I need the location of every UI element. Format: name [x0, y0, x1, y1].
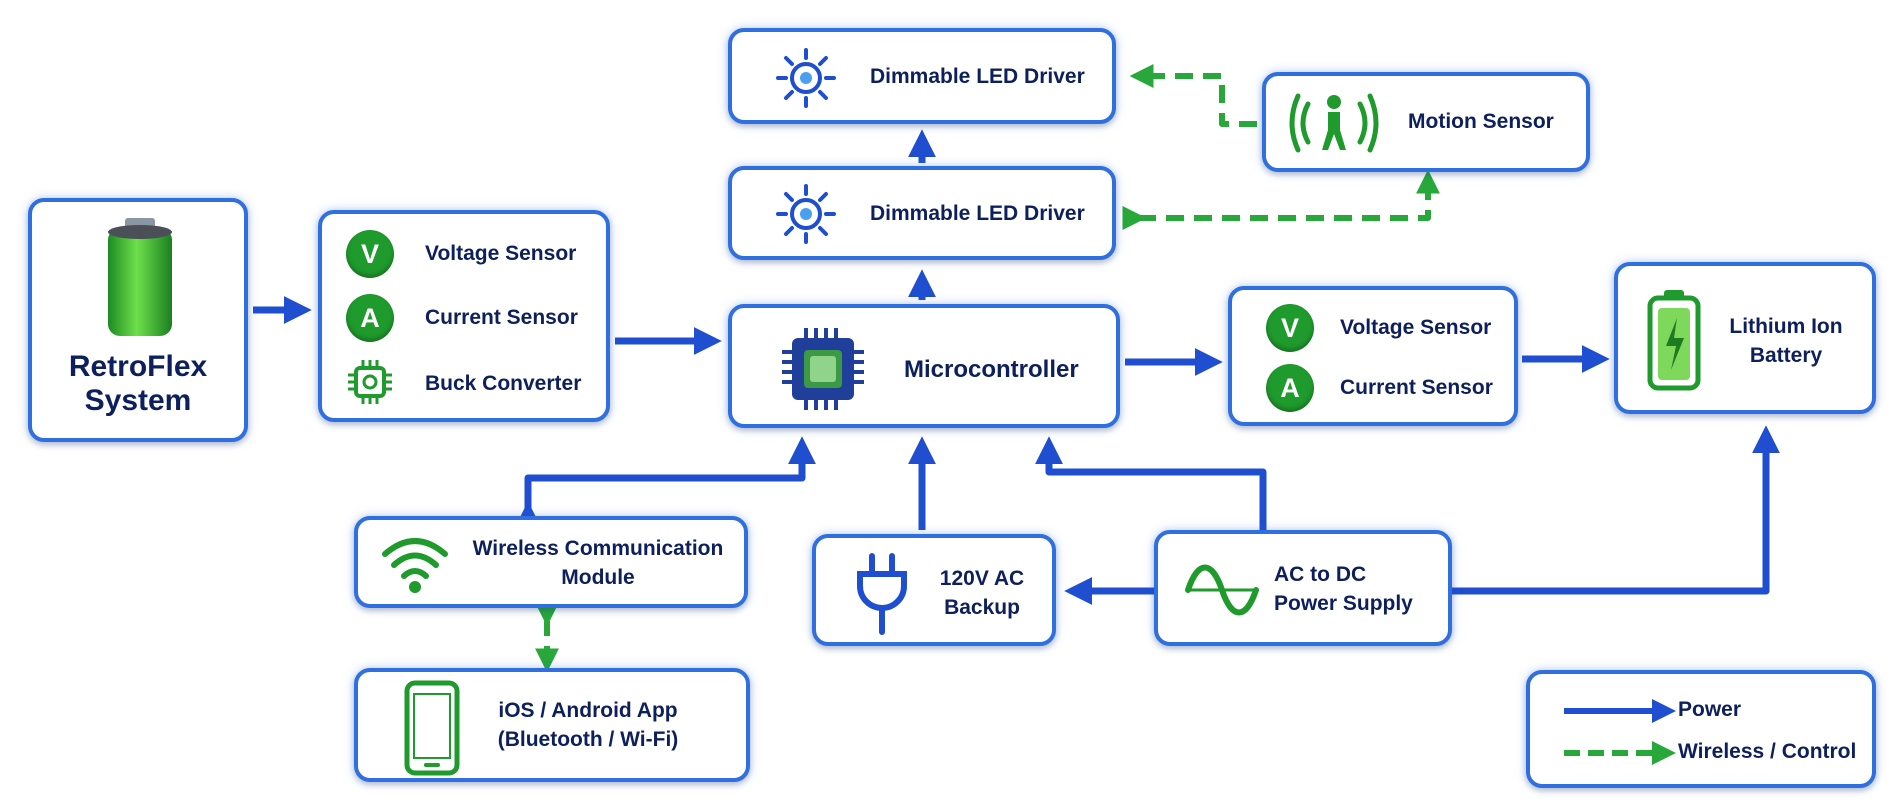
voltage-sensor-label: Voltage Sensor [1340, 316, 1492, 339]
app-box: iOS / Android App(Bluetooth / Wi-Fi) [354, 668, 750, 782]
output-sensors-box: V Voltage Sensor A Current Sensor [1228, 286, 1518, 426]
current-icon: A [1266, 364, 1314, 412]
motion-icon [1289, 93, 1379, 153]
control-arrow-motion-to-led-top [1129, 64, 1257, 127]
dimmer-icon [776, 184, 836, 244]
current-icon: A [346, 294, 394, 342]
microcontroller-label: Microcontroller [904, 356, 1079, 383]
voltage-icon: V [346, 230, 394, 278]
legend-wireless-label: Wireless / Control [1678, 740, 1857, 763]
app-label: iOS / Android App(Bluetooth / Wi-Fi) [497, 699, 679, 751]
motion-sensor-box: Motion Sensor [1262, 72, 1590, 172]
microchip-icon [782, 328, 864, 410]
link-wireless-to-mcu [514, 436, 816, 530]
control-arrow-led-bottom-to-motion [1122, 169, 1440, 230]
battery-icon [108, 218, 172, 336]
chip-icon [348, 360, 392, 404]
legend-power-label: Power [1678, 698, 1742, 721]
led-driver-bottom-label: Dimmable LED Driver [870, 202, 1085, 225]
smartphone-icon [404, 680, 460, 776]
buck-converter-label: Buck Converter [425, 372, 582, 395]
led-driver-top-box: Dimmable LED Driver [728, 28, 1116, 124]
plug-icon [857, 553, 907, 635]
sine-wave-icon [1185, 564, 1259, 616]
power-legend-arrow [1564, 699, 1676, 723]
current-sensor-label: Current Sensor [425, 306, 578, 329]
wifi-icon [382, 538, 448, 593]
legend-box: Power Wireless / Control [1526, 670, 1876, 788]
microcontroller-box: Microcontroller [728, 304, 1120, 428]
charging-battery-icon [1647, 290, 1701, 391]
led-driver-bottom-box: Dimmable LED Driver [728, 166, 1116, 260]
voltage-icon: V [1266, 304, 1314, 352]
power-arrow-supply-to-mcu [1035, 436, 1267, 530]
current-sensor-label: Current Sensor [1340, 376, 1493, 399]
voltage-sensor-label: Voltage Sensor [425, 242, 577, 265]
dimmer-icon [776, 48, 836, 108]
power-arrow-supply-to-battery [1452, 425, 1780, 595]
led-driver-top-label: Dimmable LED Driver [870, 65, 1085, 88]
motion-sensor-label: Motion Sensor [1408, 110, 1554, 133]
wireless-legend-arrow [1564, 741, 1676, 765]
input-sensors-box: V Voltage Sensor A Current Sensor Buck C… [318, 210, 610, 422]
